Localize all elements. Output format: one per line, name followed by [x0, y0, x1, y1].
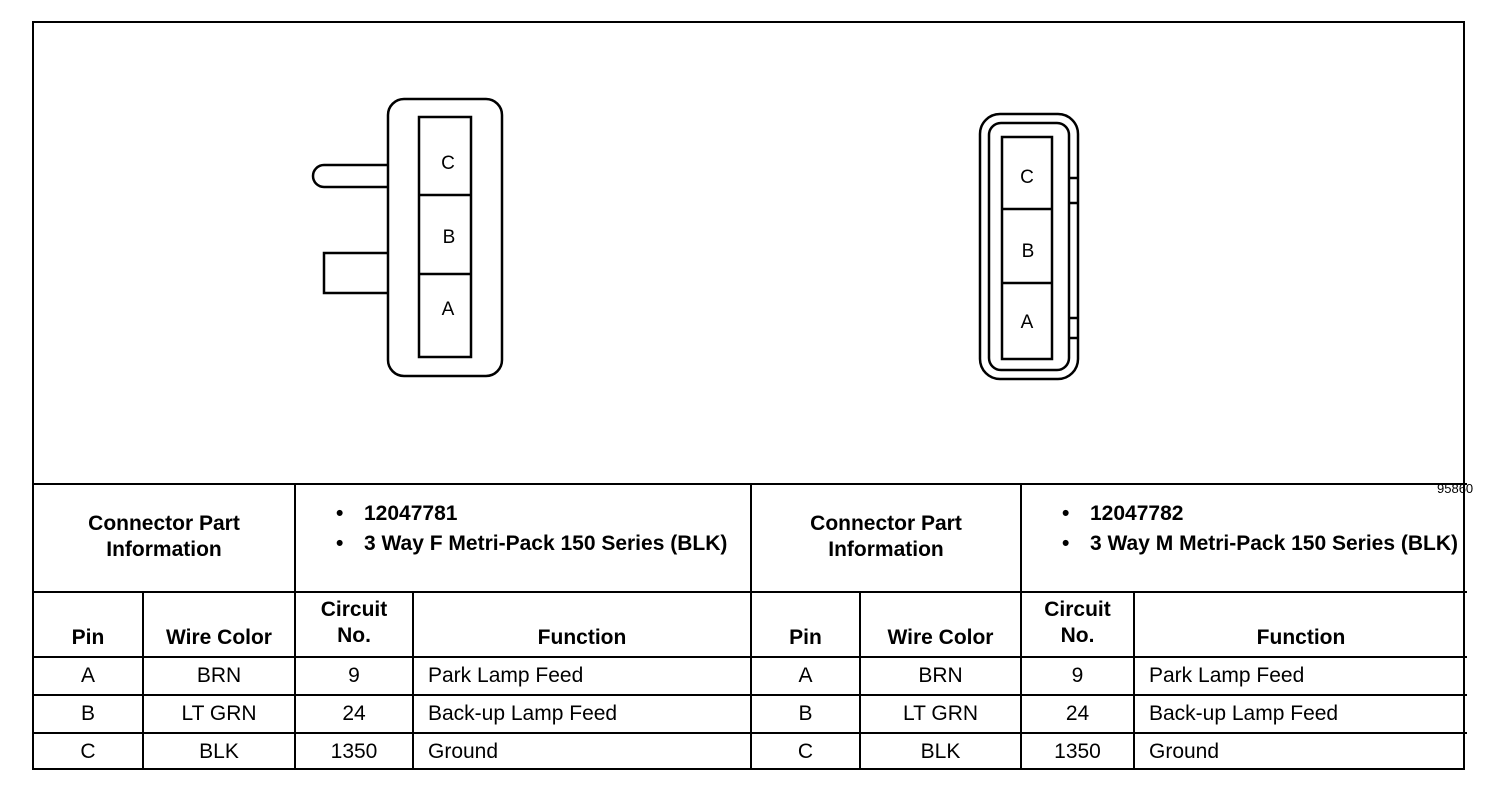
- left-part-info: 12047781 3 Way F Metri-Pack 150 Series (…: [296, 485, 752, 593]
- right-row-a-wire-color: BRN: [861, 658, 1022, 696]
- right-part-description: 3 Way M Metri-Pack 150 Series (BLK): [1062, 529, 1467, 559]
- right-part-number: 12047782: [1062, 499, 1467, 529]
- connector-table: Connector Part Information 12047781 3 Wa…: [34, 483, 1467, 770]
- right-header-wire-color: Wire Color: [861, 593, 1022, 658]
- right-row-b-wire-color: LT GRN: [861, 696, 1022, 734]
- male-pin-label-a: A: [1021, 312, 1034, 333]
- diagram-frame: C B A C B A 95860 Connector Part Informa…: [32, 21, 1473, 770]
- left-row-b-circuit: 24: [296, 696, 414, 734]
- left-part-number: 12047781: [336, 499, 750, 529]
- right-row-c-function: Ground: [1149, 740, 1220, 763]
- left-part-description: 3 Way F Metri-Pack 150 Series (BLK): [336, 529, 750, 559]
- left-row-b-pin: B: [34, 696, 144, 734]
- left-header-function: Function: [414, 593, 752, 658]
- right-header-function: Function: [1135, 593, 1467, 658]
- left-row-c-function: Ground: [414, 734, 752, 770]
- left-row-c-wire-color: BLK: [144, 734, 296, 770]
- left-header-pin: Pin: [34, 593, 144, 658]
- left-row-c-circuit: 1350: [296, 734, 414, 770]
- female-pin-label-c: C: [441, 153, 455, 174]
- male-pin-label-c: C: [1020, 167, 1034, 188]
- right-row-b-pin: B: [752, 696, 861, 734]
- left-row-a-wire-color: BRN: [144, 658, 296, 696]
- left-row-c-pin: C: [34, 734, 144, 770]
- right-row-b-circuit: 24: [1022, 696, 1135, 734]
- connector-drawings: C B A C B A: [311, 97, 1080, 381]
- left-row-a-circuit: 9: [296, 658, 414, 696]
- right-part-label: Connector Part Information: [752, 485, 1022, 593]
- right-row-c-wire-color: BLK: [861, 734, 1022, 770]
- right-part-info: 12047782 3 Way M Metri-Pack 150 Series (…: [1022, 485, 1467, 593]
- male-connector-drawing: [978, 112, 1080, 381]
- right-row-a-function: Park Lamp Feed: [1135, 658, 1467, 696]
- left-row-a-pin: A: [34, 658, 144, 696]
- right-row-a-pin: A: [752, 658, 861, 696]
- left-row-b-wire-color: LT GRN: [144, 696, 296, 734]
- left-header-wire-color: Wire Color: [144, 593, 296, 658]
- female-pin-label-a: A: [442, 299, 455, 320]
- right-row-c-pin: C: [752, 734, 861, 770]
- right-row-a-circuit: 9: [1022, 658, 1135, 696]
- right-header-circuit: Circuit No.: [1022, 593, 1135, 658]
- female-pin-label-b: B: [443, 227, 456, 248]
- left-header-circuit: Circuit No.: [296, 593, 414, 658]
- left-row-b-function: Back-up Lamp Feed: [414, 696, 752, 734]
- male-pin-label-b: B: [1022, 241, 1035, 262]
- right-row-c-circuit: 1350: [1022, 734, 1135, 770]
- right-row-b-function: Back-up Lamp Feed: [1135, 696, 1467, 734]
- female-connector-drawing: [311, 97, 504, 378]
- right-header-pin: Pin: [752, 593, 861, 658]
- left-part-label: Connector Part Information: [34, 485, 296, 593]
- left-row-a-function: Park Lamp Feed: [414, 658, 752, 696]
